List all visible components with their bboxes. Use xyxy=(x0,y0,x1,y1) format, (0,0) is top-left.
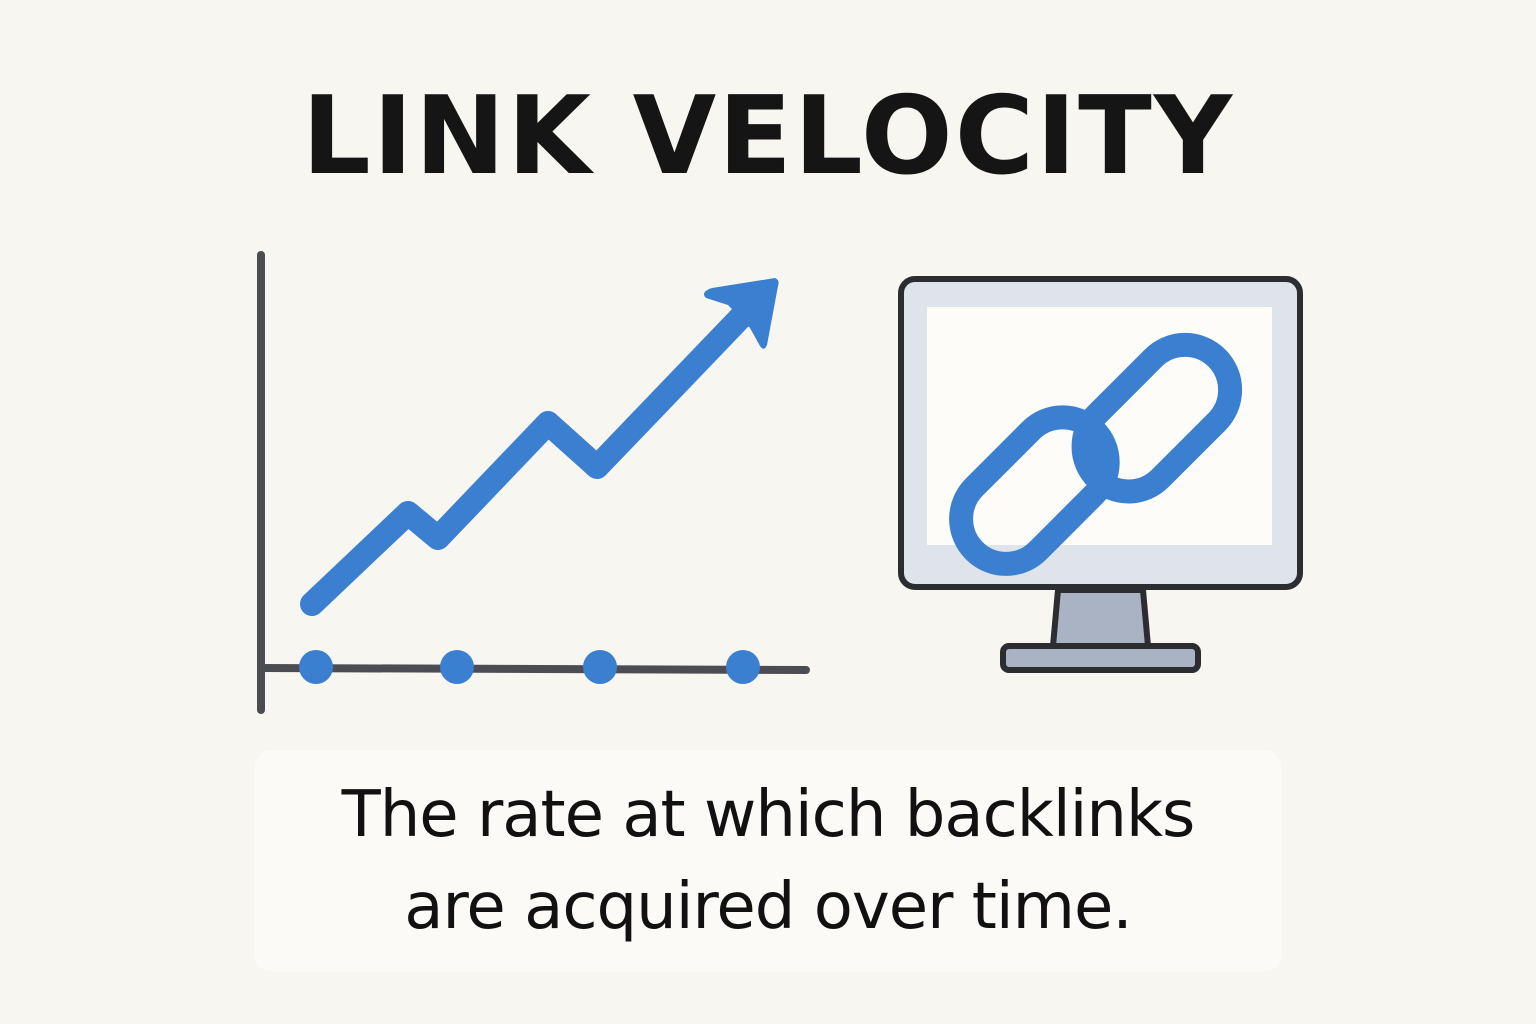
page-title: LINK VELOCITY xyxy=(301,74,1235,199)
monitor-illustration xyxy=(890,270,1310,680)
caption-line-2: are acquired over time. xyxy=(404,870,1132,944)
x-axis xyxy=(259,664,810,674)
monitor-base xyxy=(1000,643,1201,673)
link-chain-icon xyxy=(949,332,1243,576)
growth-chart-illustration xyxy=(240,240,840,730)
monitor-stand xyxy=(1050,587,1151,649)
caption-line-1: The rate at which backlinks xyxy=(341,778,1196,852)
axis-dot xyxy=(299,650,333,684)
trending-up-arrow-icon xyxy=(300,306,752,616)
arrow-head xyxy=(704,278,779,349)
definition-caption: The rate at which backlinks are acquired… xyxy=(254,750,1282,972)
axis-dot xyxy=(583,650,617,684)
axis-dot xyxy=(440,650,474,684)
axis-dot xyxy=(726,650,760,684)
